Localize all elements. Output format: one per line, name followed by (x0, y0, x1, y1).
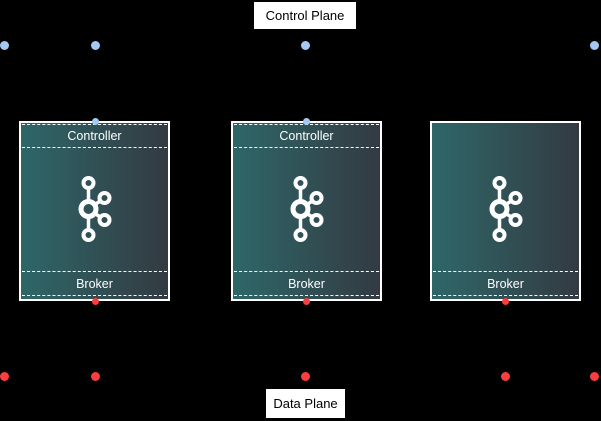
kafka-node-2[interactable]: Controller Broker (231, 121, 382, 301)
broker-anchor-dot[interactable] (91, 297, 99, 305)
controller-anchor-dot[interactable] (302, 117, 310, 125)
broker-anchor-dot[interactable] (501, 297, 509, 305)
control-plane-endpoint-dot[interactable] (90, 40, 100, 50)
divider (22, 147, 167, 148)
control-plane-label[interactable]: Control Plane (254, 2, 356, 29)
controller-anchor-dot[interactable] (91, 117, 99, 125)
broker-anchor-dot[interactable] (302, 297, 310, 305)
kafka-node-1[interactable]: Controller Broker (19, 121, 170, 301)
kafka-icon (489, 176, 522, 242)
control-plane-endpoint-dot[interactable] (0, 40, 9, 50)
kafka-node-3[interactable]: Broker (430, 121, 581, 301)
broker-section-label: Broker (288, 277, 325, 291)
data-plane-label[interactable]: Data Plane (266, 389, 345, 418)
broker-section-label: Broker (487, 277, 524, 291)
data-plane-endpoint-dot[interactable] (589, 371, 599, 381)
kafka-icon (290, 176, 323, 242)
divider (234, 295, 379, 296)
data-plane-endpoint-dot[interactable] (0, 371, 9, 381)
divider (433, 271, 578, 272)
data-plane-endpoint-dot[interactable] (300, 371, 310, 381)
divider (234, 147, 379, 148)
controller-section-label: Controller (67, 128, 122, 143)
broker-section-label: Broker (76, 277, 113, 291)
data-plane-endpoint-dot[interactable] (90, 371, 100, 381)
divider (22, 271, 167, 272)
divider (234, 124, 379, 125)
divider (22, 124, 167, 125)
divider (234, 271, 379, 272)
data-plane-endpoint-dot[interactable] (500, 371, 510, 381)
controller-section-label: Controller (279, 128, 334, 143)
control-plane-endpoint-dot[interactable] (589, 40, 599, 50)
control-plane-endpoint-dot[interactable] (300, 40, 310, 50)
kafka-icon (78, 176, 111, 242)
divider (22, 295, 167, 296)
divider (433, 295, 578, 296)
